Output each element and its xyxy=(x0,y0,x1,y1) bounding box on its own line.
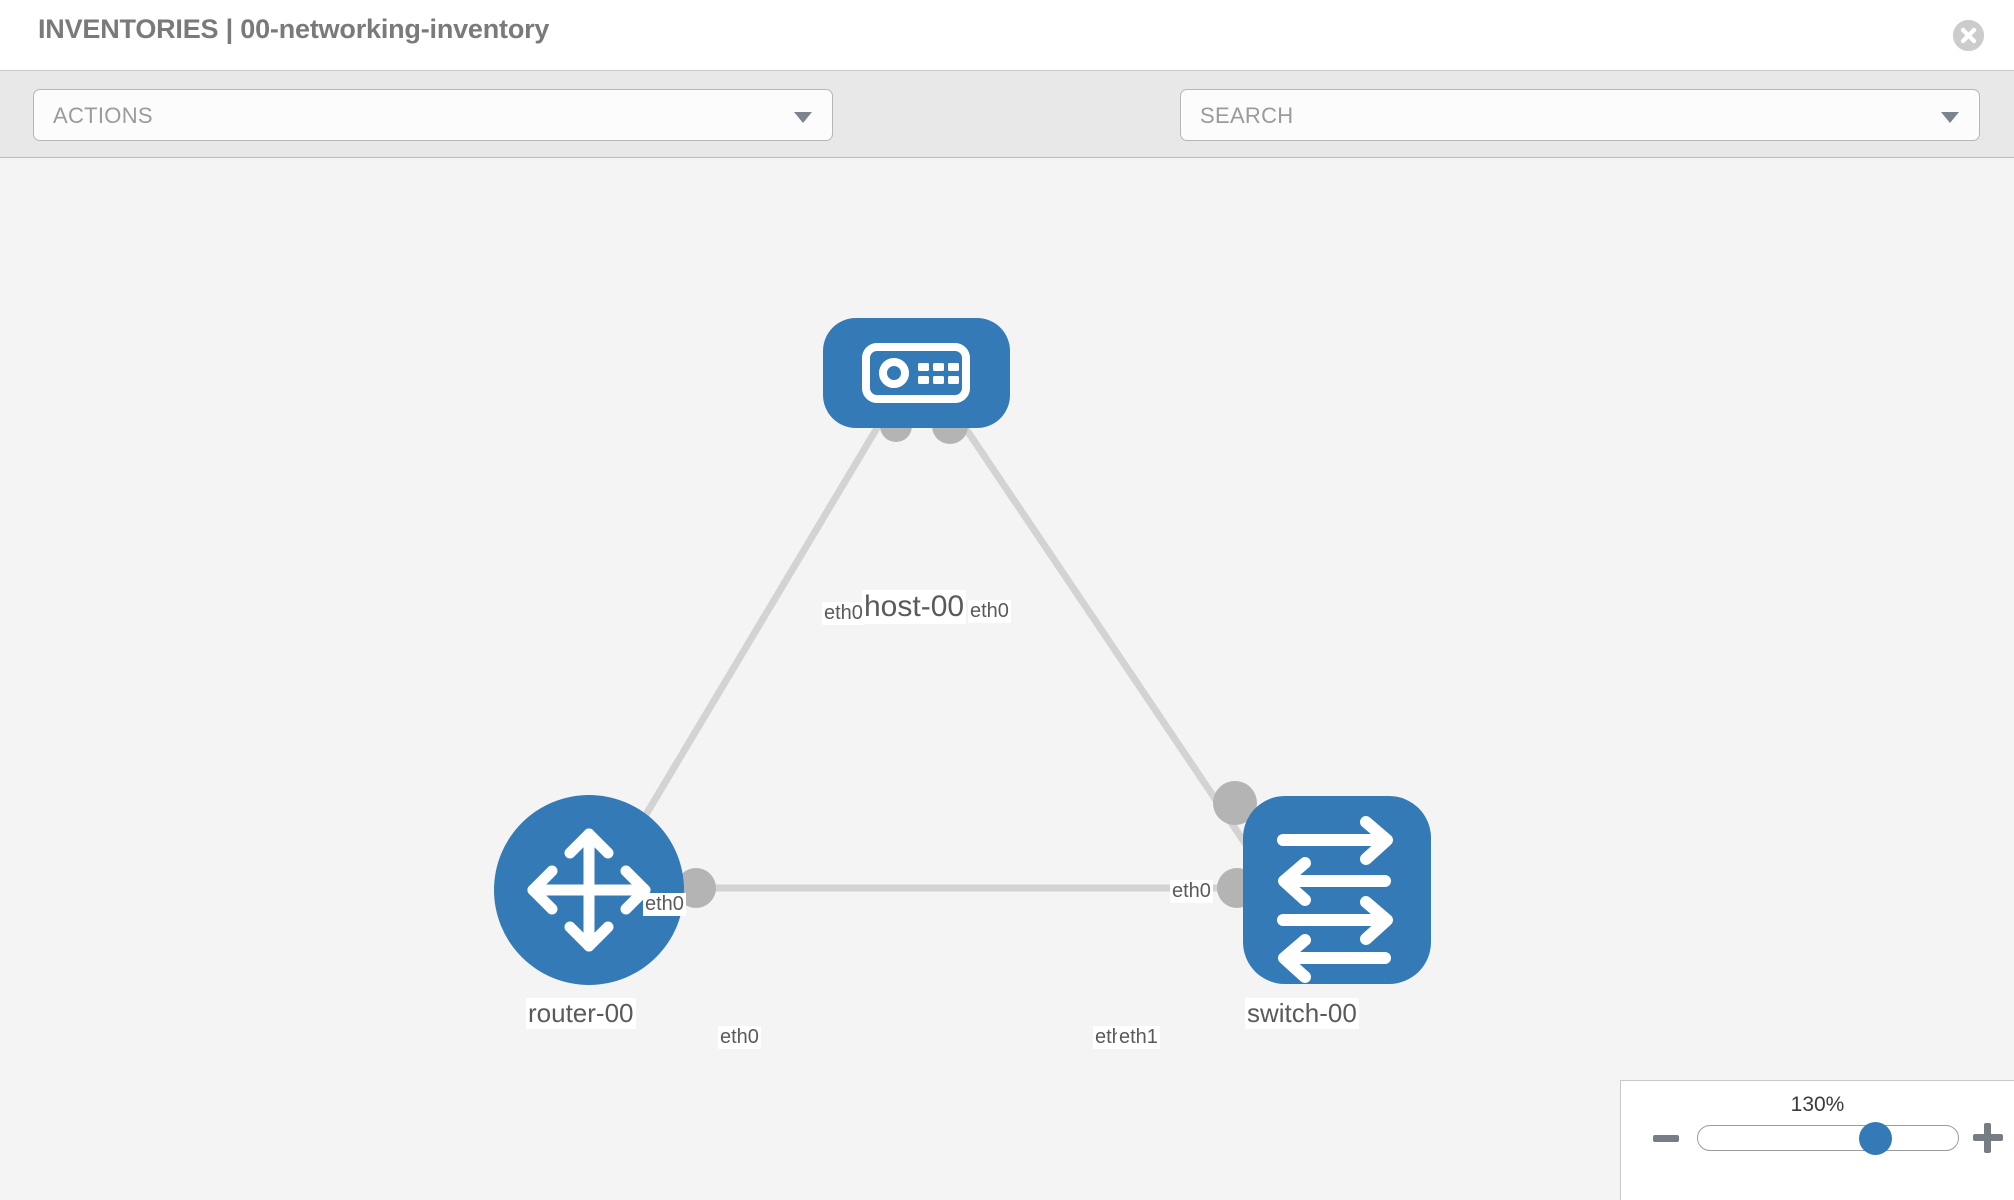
edge-host-router xyxy=(616,421,884,860)
topology-canvas[interactable]: host-00 router-00 switch-00 eth0 eth0 et… xyxy=(0,158,2014,1200)
node-switch-00[interactable] xyxy=(1243,796,1431,984)
zoom-slider-track[interactable] xyxy=(1697,1125,1959,1151)
actions-dropdown-label: ACTIONS xyxy=(53,103,153,128)
router-arrows-icon xyxy=(527,828,651,952)
edge-label-switch-uplink-eth0: eth0 xyxy=(1170,880,1213,903)
chevron-down-icon xyxy=(794,112,812,123)
node-label-switch-00: switch-00 xyxy=(1245,998,1359,1029)
zoom-percent-label: 130% xyxy=(1790,1093,1845,1116)
edge-label-router-eth0: eth0 xyxy=(718,1026,761,1049)
port-router-eth0 xyxy=(676,868,716,908)
edge-label-host-eth0-right: eth0 xyxy=(968,600,1011,623)
edge-label-switch-eth1: eth1 xyxy=(1117,1026,1160,1049)
node-label-host-00: host-00 xyxy=(862,590,967,624)
topology-edges xyxy=(610,418,1258,892)
edge-label-router-uplink-eth0: eth0 xyxy=(643,893,686,916)
server-icon xyxy=(862,343,970,403)
switch-arrows-icon xyxy=(1277,816,1393,983)
chevron-down-icon[interactable] xyxy=(1941,112,1959,123)
edge-label-host-eth0-left: eth0 xyxy=(822,602,865,625)
search-placeholder: SEARCH xyxy=(1200,103,1294,128)
port-switch-eth1 xyxy=(1213,781,1257,825)
topology-graph xyxy=(494,318,1431,985)
zoom-control[interactable]: 130% xyxy=(1620,1080,2014,1200)
zoom-slider-thumb[interactable] xyxy=(1859,1122,1892,1155)
edge-host-switch xyxy=(957,418,1258,860)
node-router-00[interactable] xyxy=(494,795,684,985)
zoom-out-button[interactable] xyxy=(1653,1135,1679,1142)
search-input[interactable]: SEARCH xyxy=(1180,89,1980,141)
actions-dropdown[interactable]: ACTIONS xyxy=(33,89,833,141)
zoom-in-button[interactable] xyxy=(1973,1123,2003,1153)
toolbar: ACTIONS SEARCH xyxy=(0,71,2014,198)
topology-ports xyxy=(676,408,1257,908)
window-header: INVENTORIES | 00-networking-inventory xyxy=(0,0,2014,71)
node-label-router-00: router-00 xyxy=(526,998,636,1029)
close-icon[interactable] xyxy=(1953,20,1984,51)
node-host-00[interactable] xyxy=(823,318,1010,428)
page-title: INVENTORIES | 00-networking-inventory xyxy=(38,14,550,44)
